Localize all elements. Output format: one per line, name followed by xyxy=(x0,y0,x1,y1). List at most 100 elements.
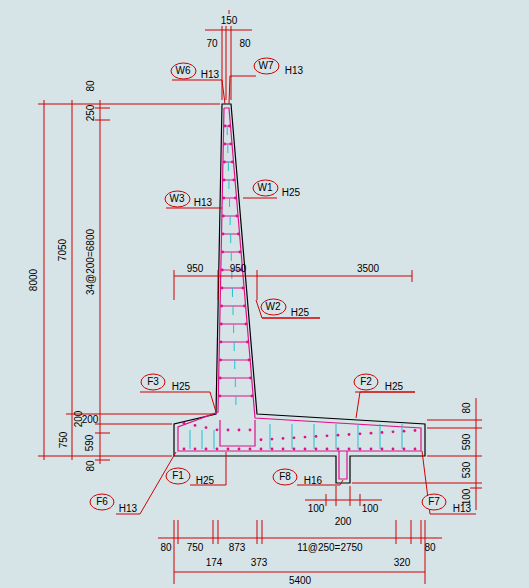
rebar-dot xyxy=(222,215,225,218)
rebar-dot xyxy=(246,341,249,344)
wall-outline xyxy=(174,104,425,483)
bar-size: H13 xyxy=(193,197,213,208)
tie-bar xyxy=(314,424,315,449)
dimension-text: 174 xyxy=(205,557,224,568)
rebar-dot xyxy=(370,432,373,435)
rebar-dot xyxy=(220,305,223,308)
rebar-dot xyxy=(249,377,252,380)
dimension-text: 590 xyxy=(461,433,472,452)
rebar-dot xyxy=(238,448,241,451)
rebar-dot xyxy=(249,429,252,432)
rebar-dot xyxy=(242,287,245,290)
callout-ellipse: W6 xyxy=(170,62,197,80)
dimension-text: 100 xyxy=(307,503,326,514)
bar-size: H25 xyxy=(171,381,191,392)
ties xyxy=(190,126,402,449)
tie-bar xyxy=(380,424,381,449)
rebar-dot xyxy=(370,448,373,451)
tie-bar xyxy=(228,180,229,189)
rebar xyxy=(178,108,421,479)
tie-bar xyxy=(229,198,230,207)
tie-bar xyxy=(233,324,234,333)
bar-size: H13 xyxy=(284,65,304,76)
dimension-text: 80 xyxy=(159,542,172,553)
rebar-dot xyxy=(219,359,222,362)
rebar-dot xyxy=(348,433,351,436)
rebar-dot xyxy=(220,323,223,326)
callout-ellipse: W2 xyxy=(260,298,287,316)
dimension-text: 80 xyxy=(461,401,472,414)
rebar-dot xyxy=(243,305,246,308)
tie-bar xyxy=(234,342,235,351)
rebar-dot xyxy=(216,428,219,431)
tie-bar xyxy=(235,396,236,405)
tie-bar xyxy=(234,360,235,369)
tie-bar xyxy=(230,234,231,243)
dimension-text: 80 xyxy=(238,38,251,49)
rebar-dot xyxy=(260,438,263,441)
rebar-dot xyxy=(234,197,237,200)
callout-number: W2 xyxy=(260,299,287,315)
dimension-text: 950 xyxy=(229,263,248,274)
dimension-text: 750 xyxy=(186,542,205,553)
rebar-dot xyxy=(239,251,242,254)
dimension-lines xyxy=(38,10,482,584)
rebar-dot xyxy=(392,430,395,433)
tie-bar xyxy=(190,430,191,449)
rebar-dot xyxy=(337,448,340,451)
callout-ellipse: F1 xyxy=(165,467,191,485)
callout-number: W7 xyxy=(253,58,280,74)
dimension-text: 34@200=6800 xyxy=(85,228,96,296)
callout-number: F8 xyxy=(272,469,298,485)
rebar-dot xyxy=(228,125,231,128)
rebar-dot xyxy=(260,448,263,451)
callout-number: F6 xyxy=(89,494,115,510)
dimension-text: 8000 xyxy=(28,268,39,292)
callout-ellipse: W3 xyxy=(164,190,191,208)
rebar-dot xyxy=(348,448,351,451)
bar-size: H25 xyxy=(290,307,310,318)
rebar-dot xyxy=(315,448,318,451)
rebar-dot xyxy=(414,448,417,451)
rebar-dot xyxy=(205,448,208,451)
callout-number: W6 xyxy=(170,63,197,79)
rebar-dot xyxy=(219,377,222,380)
rebar-dot xyxy=(231,161,234,164)
rebar-dot xyxy=(403,448,406,451)
tie-bar xyxy=(214,430,215,449)
dimension-text: 373 xyxy=(250,557,269,568)
dimension-text: 873 xyxy=(228,542,247,553)
rebar-dot xyxy=(326,448,329,451)
callout-ellipse: F6 xyxy=(89,493,115,511)
dimension-text: 200 xyxy=(81,414,100,425)
tie-bar xyxy=(292,424,293,449)
dimension-text: 7050 xyxy=(57,238,68,262)
rebar-dot xyxy=(227,429,230,432)
dimension-text: 750 xyxy=(58,431,69,450)
bar-size: H25 xyxy=(281,187,301,198)
tie-bar xyxy=(270,424,271,449)
dimension-text: 11@250=2750 xyxy=(296,542,363,553)
callout-number: F1 xyxy=(165,468,191,484)
dimension-text: 5400 xyxy=(288,575,312,586)
bar-size: H13 xyxy=(452,503,472,514)
dimension-text: 530 xyxy=(461,461,472,480)
rebar-dot xyxy=(381,431,384,434)
tie-bar xyxy=(228,162,229,171)
tie-bar xyxy=(227,144,228,153)
rebar-dot xyxy=(381,448,384,451)
rebar-dot xyxy=(223,179,226,182)
rebar-dot xyxy=(245,323,248,326)
tie-bar xyxy=(233,306,234,315)
dimension-text: 150 xyxy=(220,15,239,26)
dimension-text: 100 xyxy=(361,503,380,514)
rebar-dot xyxy=(326,434,329,437)
rebar-dot xyxy=(282,448,285,451)
rebar-dot xyxy=(183,448,186,451)
rebar-dot xyxy=(216,448,219,451)
tie-bar xyxy=(402,424,403,449)
rebar-dot xyxy=(304,436,307,439)
dimension-text: 70 xyxy=(205,38,218,49)
bar-size: H13 xyxy=(118,503,138,514)
